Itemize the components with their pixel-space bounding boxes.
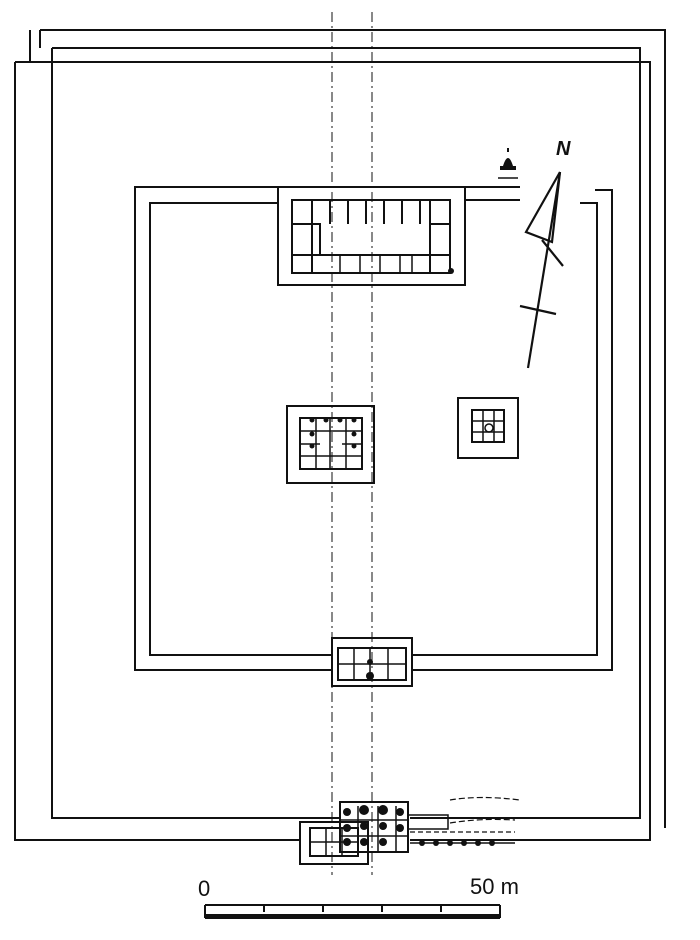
north-arrow-icon — [519, 171, 564, 369]
outer-south-gateway-pillars — [343, 805, 404, 846]
inner-enclosure — [134, 186, 613, 671]
east-shrine — [457, 397, 519, 459]
outer-south-gateway — [299, 801, 409, 865]
axis-lines — [331, 12, 373, 875]
bell-icon — [498, 148, 518, 179]
central-shrine — [286, 405, 375, 484]
central-shrine-pillars — [309, 417, 357, 449]
east-colonnade-pillars — [419, 840, 495, 846]
scale-bar — [204, 904, 501, 919]
east-colonnade — [407, 796, 521, 844]
pillar-dot — [448, 268, 454, 274]
scale-end-label: 50 m — [470, 874, 519, 899]
scale-start-label: 0 — [198, 876, 210, 901]
north-label: N — [556, 138, 571, 160]
